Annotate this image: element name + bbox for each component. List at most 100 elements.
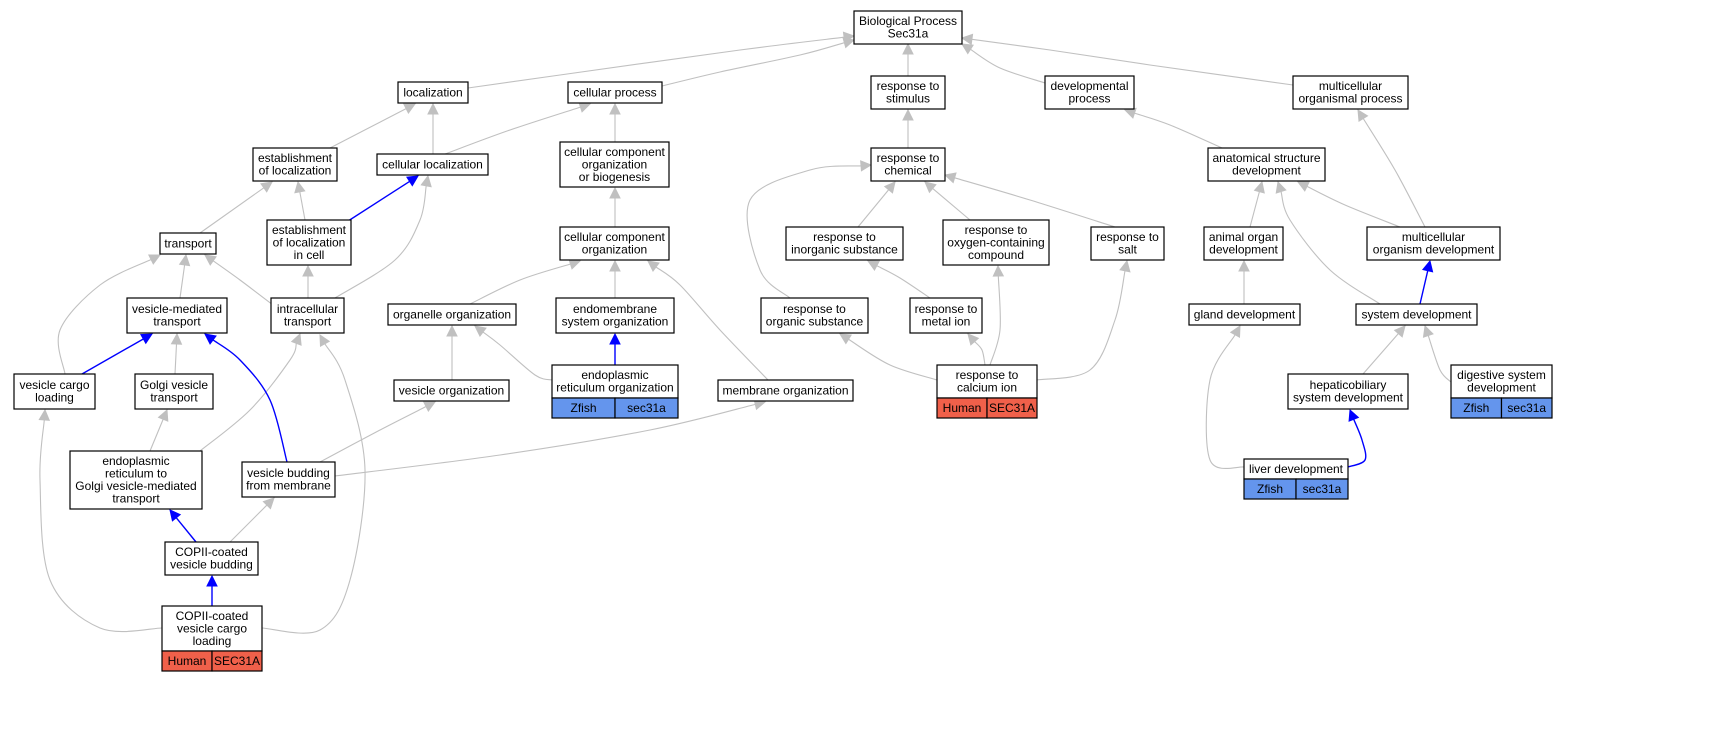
node-label-line: intracellular xyxy=(277,302,338,316)
node-label-line: stimulus xyxy=(886,92,930,106)
edge-arrowhead xyxy=(1422,324,1434,338)
edge-arrowhead xyxy=(206,574,218,587)
node-label-line: of localization xyxy=(273,235,346,249)
node-label-line: cellular component xyxy=(564,145,665,159)
edge-arrowhead xyxy=(262,497,275,510)
edge-arrowhead xyxy=(140,333,153,345)
edge-is-a-golgi-vesicle-transport-to-vesicle-mediated-transport xyxy=(170,332,183,375)
go-term-node-gland-development[interactable]: gland development xyxy=(1188,303,1301,326)
edge-is-a-vesicle-mediated-transport-to-transport xyxy=(178,253,191,299)
edge-is-a-copii-vesicle-budding-to-vesicle-budding-from-membrane xyxy=(229,497,275,543)
edge-part-of-liver-development-to-hepatobiliary-system-development xyxy=(1347,408,1367,468)
edge-line xyxy=(932,188,971,221)
node-label-line: multicellular xyxy=(1319,79,1382,93)
edge-is-a-er-organization-to-organelle-organization xyxy=(474,325,553,381)
go-term-node-localization[interactable]: localization xyxy=(397,81,469,104)
go-term-node-cellular-process[interactable]: cellular process xyxy=(567,81,663,104)
node-label-line: of localization xyxy=(259,164,332,178)
edge-is-a-animal-organ-development-to-anatomical-structure-development xyxy=(1249,180,1265,228)
node-label-line: development xyxy=(1232,164,1301,178)
gene-badge-cell xyxy=(1295,478,1349,500)
edge-is-a-transport-to-establishment-of-localization xyxy=(199,181,273,234)
edge-is-a-cco-to-ccob xyxy=(609,186,621,227)
edge-is-a-multicellular-organism-development-to-multicellular-organismal-process xyxy=(1357,109,1426,228)
node-label-line: development xyxy=(1209,243,1278,257)
edge-arrowhead xyxy=(148,254,161,265)
node-label-line: liver development xyxy=(1249,462,1344,476)
edge-is-a-endomembrane-system-organization-to-cco xyxy=(609,259,621,298)
edge-arrowhead xyxy=(290,332,302,346)
go-term-node-membrane-organization[interactable]: membrane organization xyxy=(717,379,854,402)
edge-is-a-system-development-to-anatomical-structure-development xyxy=(1275,180,1381,305)
go-term-node-system-development[interactable]: system development xyxy=(1355,303,1478,326)
node-label-line: in cell xyxy=(294,248,325,262)
edge-line xyxy=(469,263,571,305)
node-label-line: system organization xyxy=(562,315,669,329)
node-label-line: cellular process xyxy=(573,85,656,99)
go-term-node-transport[interactable]: transport xyxy=(159,232,217,255)
gene-badge-cell xyxy=(614,397,679,419)
edge-line xyxy=(1280,191,1381,305)
edge-is-a-response-to-chemical-to-response-to-stimulus xyxy=(902,108,914,148)
node-label-line: organization xyxy=(582,157,647,171)
edge-arrowhead xyxy=(406,175,419,187)
node-label-line: organismal process xyxy=(1298,92,1402,106)
edge-arrowhead xyxy=(992,264,1005,277)
go-term-node-cellular-localization[interactable]: cellular localization xyxy=(376,153,489,176)
edge-is-a-cellular-process-to-bp xyxy=(661,37,856,87)
node-label-line: cellular localization xyxy=(382,157,483,171)
node-box xyxy=(134,373,214,410)
node-label-line: metal ion xyxy=(922,315,971,329)
edge-is-a-liver-development-to-gland-development xyxy=(1205,325,1245,470)
node-label-line: membrane organization xyxy=(722,383,848,397)
edge-line xyxy=(261,343,366,634)
edge-line xyxy=(329,108,407,149)
node-box xyxy=(1044,75,1135,110)
node-box xyxy=(551,364,679,399)
edge-arrowhead xyxy=(446,324,458,337)
edge-line xyxy=(1362,118,1426,228)
node-label-line: salt xyxy=(1118,243,1137,257)
node-box xyxy=(241,461,336,498)
node-label-line: gland development xyxy=(1194,307,1296,321)
node-label-line: transport xyxy=(150,391,198,405)
species-label: Zfish xyxy=(1463,401,1489,415)
go-term-node-vesicle-organization[interactable]: vesicle organization xyxy=(393,379,510,402)
edge-is-a-intracellular-transport-to-cellular-localization xyxy=(334,174,432,299)
go-term-node-organelle-organization[interactable]: organelle organization xyxy=(387,303,517,326)
node-label-line: vesicle organization xyxy=(399,383,504,397)
node-label-line: transport xyxy=(164,236,212,250)
node-label-line: response to xyxy=(956,368,1019,382)
